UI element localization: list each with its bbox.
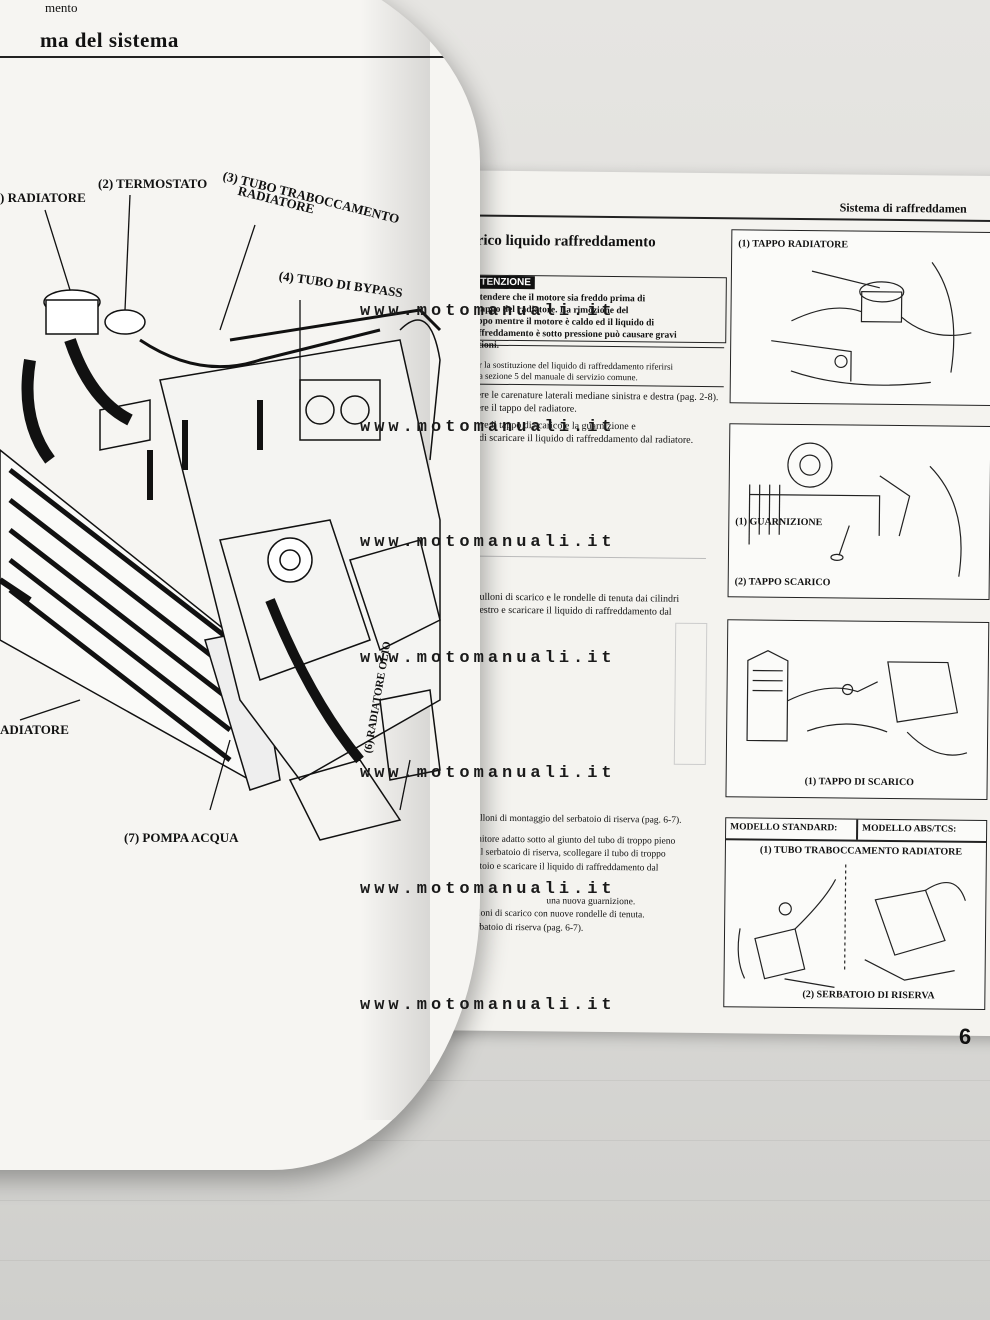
page-number: 6 <box>958 1023 972 1049</box>
right-page: Sistema di raffreddamen arico liquido ra… <box>410 170 990 1049</box>
reserve-tank-drawing <box>737 864 966 988</box>
figure-reserve-tank: MODELLO STANDARD: MODELLO ABS/TCS: (1) T… <box>723 817 988 1010</box>
figure-label: (1) GUARNIZIONE <box>735 516 823 529</box>
right-page-header: Sistema di raffreddamen <box>839 200 967 216</box>
left-page-title: ma del sistema <box>40 28 179 52</box>
figure-drain-plug: (1) GUARNIZIONE (2) TAPPO SCARICO <box>727 423 990 600</box>
left-page-header: mento <box>45 0 78 15</box>
figure-label: (2) TAPPO SCARICO <box>734 576 831 589</box>
radiator-cap-drawing <box>771 262 972 386</box>
watermark: www.motomanuali.it <box>360 302 616 321</box>
watermark: www.motomanuali.it <box>360 649 616 668</box>
figure-label: (1) TAPPO DI SCARICO <box>804 776 915 789</box>
figure-drain-bolt: (1) TAPPO DI SCARICO <box>725 619 990 800</box>
note-box: TA Per la sostituzione del liquido di ra… <box>461 344 725 388</box>
steps-drain-cylinders: uovere i bulloni di scarico e le rondell… <box>439 591 680 628</box>
watermark: www.motomanuali.it <box>360 418 616 437</box>
steps-remove-covers: uovere le carenature laterali mediane si… <box>461 389 719 415</box>
watermark: www.motomanuali.it <box>360 533 616 552</box>
watermark: www.motomanuali.it <box>360 764 616 783</box>
note-text: Per la sostituzione del liquido di raffr… <box>469 359 674 383</box>
left-title-rule <box>0 56 460 58</box>
figure-label: (2) SERBATOIO DI RISERVA <box>802 989 935 1002</box>
drain-bolt-drawing <box>746 649 968 756</box>
label-thermostat: (2) TERMOSTATO <box>98 176 208 191</box>
figure-radiator-cap: (1) TAPPO RADIATORE <box>729 229 990 406</box>
watermark: www.motomanuali.it <box>360 996 616 1015</box>
watermark: www.motomanuali.it <box>360 880 616 899</box>
label-water-pump: (7) POMPA ACQUA <box>124 830 239 845</box>
left-page: mento ma del sistema <box>0 0 480 1170</box>
label-radiator: ADIATORE <box>0 722 69 737</box>
section-title: arico liquido raffreddamento <box>469 232 656 251</box>
drain-plug-drawing <box>748 442 962 577</box>
cooling-system-diagram <box>0 194 442 841</box>
label-radiator-cap: ) RADIATORE <box>0 190 86 205</box>
